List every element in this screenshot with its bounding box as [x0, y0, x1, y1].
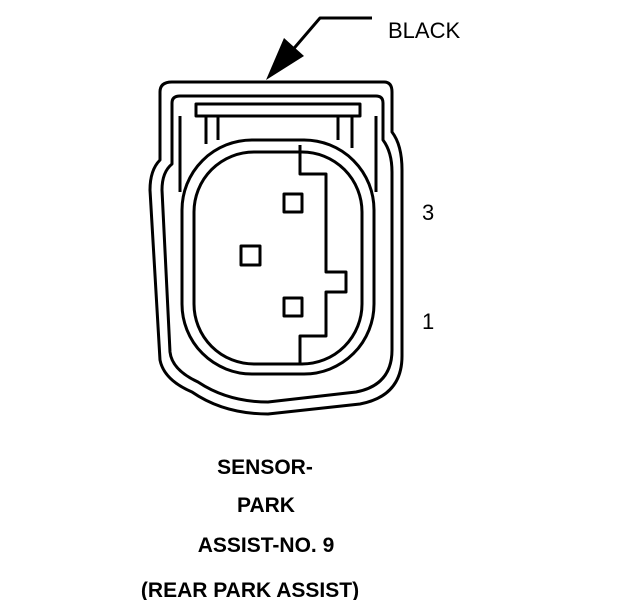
connector-caption: SENSOR- PARK ASSIST-NO. 9 (REAR PARK ASS…: [141, 456, 359, 600]
color-callout: [266, 16, 372, 80]
leader-line: [282, 16, 372, 61]
terminal-cavity-1: [282, 296, 304, 318]
caption-line-4: (REAR PARK ASSIST): [141, 579, 359, 600]
terminal-cavity-2: [239, 244, 262, 267]
housing-inner-outline: [160, 94, 394, 404]
pin-label-1: 1: [422, 309, 434, 334]
housing-outer-outline: [148, 80, 404, 416]
terminal-cavity-3: [282, 192, 304, 214]
mating-face-inner: [192, 150, 364, 366]
connector-housing: [148, 80, 404, 416]
caption-line-2: PARK: [237, 494, 295, 517]
cavity-block: [298, 145, 348, 365]
arrowhead: [266, 38, 304, 80]
pin-label-3: 3: [422, 200, 434, 225]
color-label: BLACK: [388, 18, 460, 43]
latch-rail: [194, 102, 362, 118]
caption-line-3: ASSIST-NO. 9: [198, 534, 335, 557]
mating-face-outer: [180, 138, 376, 376]
caption-line-1: SENSOR-: [217, 456, 313, 479]
